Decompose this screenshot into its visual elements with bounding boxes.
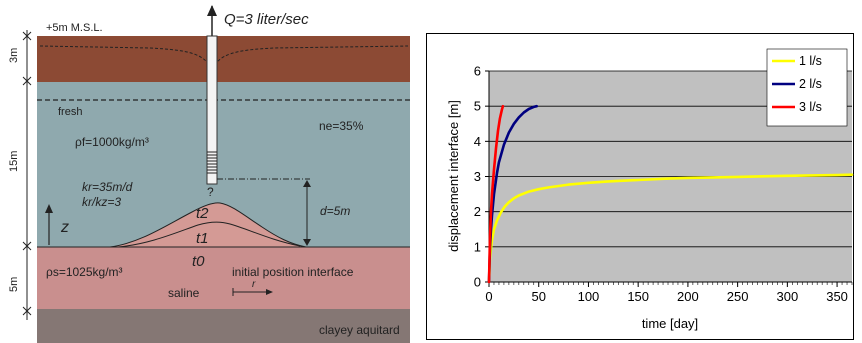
- unknown-label: ?: [207, 185, 214, 199]
- legend: 1 l/s 2 l/s 3 l/s: [766, 48, 848, 127]
- saline-water-layer: [37, 247, 410, 309]
- legend-label-2ls: 2 l/s: [799, 77, 822, 91]
- tick-label-x-200: 200: [677, 289, 699, 304]
- legend-label-1ls: 1 l/s: [799, 54, 822, 68]
- tick-label-x-50: 50: [531, 289, 545, 304]
- initial-interface-label: initial position interface: [232, 265, 354, 279]
- series-line-3-l-s: [487, 104, 505, 284]
- d-arrow-head-top: [303, 180, 311, 187]
- rho-fresh-label: ρf=1000kg/m³: [75, 135, 149, 149]
- aquitard-label: clayey aquitard: [319, 323, 400, 337]
- t1-label: t1: [196, 230, 209, 247]
- t2-label: t2: [196, 205, 209, 222]
- y-axis-label: displacement interface [m]: [446, 100, 461, 252]
- depth-label-soil: 3m: [8, 48, 20, 63]
- ticks: 0 1 2 3 4 5 6 0 50 100 150 200 250 300 350: [474, 64, 853, 304]
- saline-label: saline: [168, 286, 200, 300]
- r-arrow-head: [266, 289, 273, 295]
- x-axis-label: time [day]: [642, 316, 698, 331]
- tick-label-y-6: 6: [474, 64, 481, 79]
- soil-layer: [37, 36, 410, 82]
- tick-label-x-0: 0: [485, 289, 492, 304]
- cone-of-depression-line: [39, 45, 409, 72]
- porosity-label: ne=35%: [319, 119, 364, 133]
- t0-label: t0: [192, 253, 205, 270]
- well-casing: [206, 35, 218, 185]
- series-line-1-l-s: [487, 173, 854, 284]
- z-arrow-head: [45, 204, 53, 213]
- discharge-label: Q=3 liter/sec: [224, 11, 309, 28]
- tick-label-y-4: 4: [474, 134, 481, 149]
- fresh-label: fresh: [58, 106, 82, 118]
- top-level-label: +5m M.S.L.: [46, 22, 103, 34]
- tick-label-y-3: 3: [474, 169, 481, 184]
- tick-label-x-100: 100: [578, 289, 600, 304]
- tick-label-y-1: 1: [474, 239, 481, 254]
- d-label: d=5m: [320, 204, 350, 218]
- r-label: r: [252, 279, 256, 290]
- d-arrow-head-bottom: [303, 239, 311, 246]
- interface-t1-line: [117, 221, 301, 248]
- clayey-aquitard-layer: [37, 309, 410, 343]
- depth-ruler-ticks: [22, 31, 32, 316]
- well-arrow-head: [207, 5, 217, 16]
- kr-label: kr=35m/d: [82, 180, 133, 194]
- well-screen: [207, 151, 217, 174]
- legend-label-3ls: 3 l/s: [799, 100, 822, 114]
- tick-label-x-350: 350: [826, 289, 848, 304]
- tick-label-y-5: 5: [474, 99, 481, 114]
- depth-label-saline: 5m: [8, 277, 20, 292]
- z-label: z: [60, 219, 69, 236]
- tick-label-y-2: 2: [474, 204, 481, 219]
- rho-saline-label: ρs=1025kg/m³: [46, 265, 123, 279]
- tick-label-x-300: 300: [777, 289, 799, 304]
- tick-label-y-0: 0: [474, 275, 481, 290]
- tick-label-x-150: 150: [627, 289, 649, 304]
- tick-label-x-250: 250: [727, 289, 749, 304]
- series-lines: [487, 104, 854, 284]
- aquifer-schematic: +5m M.S.L. Q=3 liter/sec 3m 15m 5m fresh…: [8, 5, 410, 343]
- upconing-mound-t2: [109, 202, 307, 248]
- kratio-label: kr/kz=3: [82, 195, 121, 209]
- depth-label-fresh: 15m: [8, 151, 20, 172]
